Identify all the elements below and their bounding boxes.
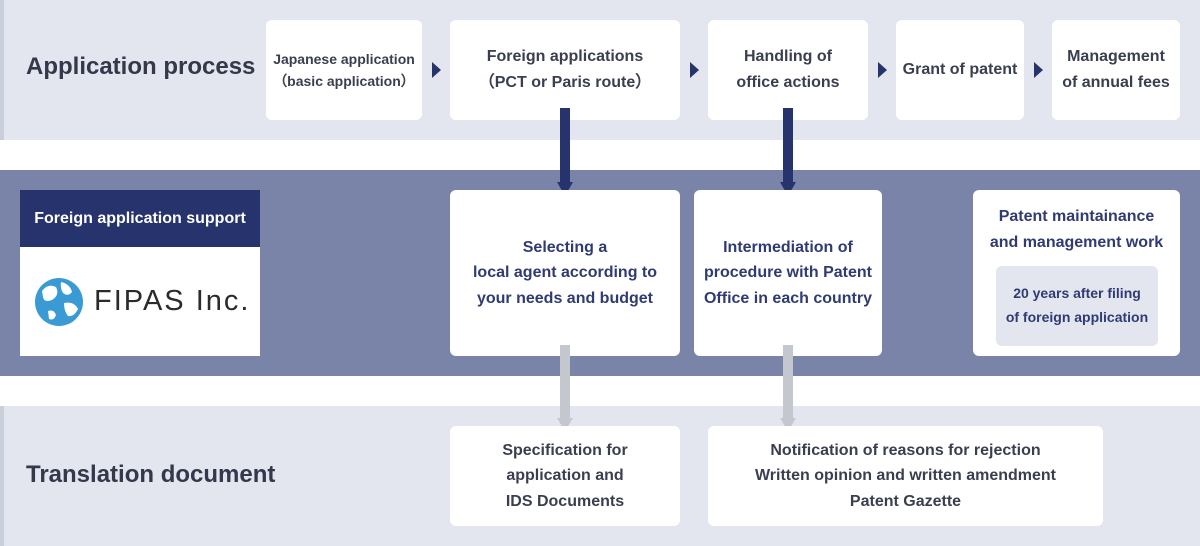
step-japanese-application: Japanese application （basic application）: [266, 20, 422, 120]
step-label: Japanese application （basic application）: [273, 50, 415, 89]
step-label: Handling of office actions: [736, 48, 840, 91]
step-label: Foreign applications （PCT or Paris route…: [478, 48, 652, 91]
maintenance-note: 20 years after filing of foreign applica…: [996, 266, 1158, 346]
step-annual-fees: Management of annual fees: [1052, 20, 1180, 120]
chevron-right-icon: [432, 62, 441, 78]
arrow-down-shaft: [560, 108, 570, 186]
step-office-actions: Handling of office actions: [708, 20, 868, 120]
service-label: Intermediation of procedure with Patent …: [703, 238, 873, 307]
document-label: Notification of reasons for rejection Wr…: [754, 441, 1057, 510]
step-foreign-applications: Foreign applications （PCT or Paris route…: [450, 20, 680, 120]
logo-text: FIPAS Inc.: [94, 285, 251, 317]
company-logo: FIPAS Inc.: [20, 247, 260, 356]
arrow-down-shaft: [560, 345, 570, 421]
step-label: Management of annual fees: [1062, 48, 1170, 91]
maintenance-note-label: 20 years after filing of foreign applica…: [1005, 285, 1149, 325]
service-label: Selecting a local agent according to you…: [472, 238, 658, 307]
document-notifications: Notification of reasons for rejection Wr…: [708, 426, 1103, 526]
service-label: Patent maintainance and management work: [989, 208, 1164, 251]
document-label: Specification for application and IDS Do…: [502, 441, 628, 510]
document-specification: Specification for application and IDS Do…: [450, 426, 680, 526]
support-card: Foreign application support FIPAS Inc.: [20, 190, 260, 356]
chevron-right-icon: [878, 62, 887, 78]
translation-document-title: Translation document: [26, 461, 276, 488]
arrow-down-shaft: [783, 108, 793, 186]
arrow-down-shaft: [783, 345, 793, 421]
service-select-agent: Selecting a local agent according to you…: [450, 190, 680, 356]
support-header: Foreign application support: [20, 190, 260, 247]
step-label: Grant of patent: [902, 61, 1018, 79]
chevron-right-icon: [690, 62, 699, 78]
service-intermediation: Intermediation of procedure with Patent …: [694, 190, 882, 356]
chevron-right-icon: [1034, 62, 1043, 78]
globe-icon: [35, 277, 83, 326]
application-process-title: Application process: [26, 53, 256, 80]
step-grant-of-patent: Grant of patent: [896, 20, 1024, 120]
